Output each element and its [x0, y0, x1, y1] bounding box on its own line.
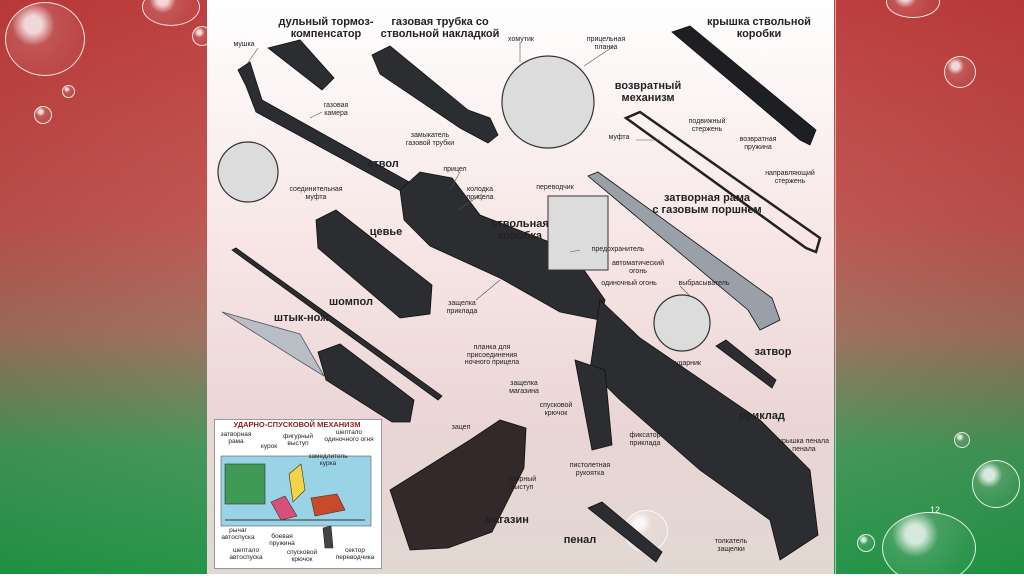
inset-label-auto-sear: шептало автоспуска: [229, 547, 263, 561]
label-support-lug: опорный выступ: [507, 476, 537, 491]
trigger-mechanism-drawing: [220, 455, 372, 549]
label-barrel: ствол: [367, 158, 399, 170]
recoil-spring-part: [623, 110, 822, 254]
label-selector: переводчик: [536, 184, 574, 191]
label-single-fire: одиночный огонь: [601, 280, 657, 287]
label-trigger-hook: спусковой крючок: [539, 402, 573, 417]
label-coupling: муфта: [608, 134, 630, 141]
water-drop-icon: [954, 432, 970, 448]
label-pistol-grip: пистолетная рукоятка: [569, 462, 611, 477]
label-catch: зацеп: [451, 424, 471, 431]
inset-label-trigger: спусковой крючок: [286, 549, 318, 563]
label-muzzle-brake: дульный тормоз- компенсатор: [278, 16, 374, 41]
label-guide-rod: направляющий стержень: [765, 170, 815, 185]
label-auto-fire: автоматический огонь: [611, 260, 665, 275]
label-extractor: выбрасыватель: [678, 280, 730, 287]
inset-label-hammer: курок: [260, 443, 278, 450]
label-handguard: цевье: [369, 226, 403, 238]
label-firing-pin: ударник: [675, 360, 701, 367]
water-drop-icon: [34, 106, 52, 124]
label-cleaning-rod: шомпол: [329, 296, 373, 308]
handguard-part: [315, 209, 433, 319]
selector-detail-box: [547, 195, 609, 271]
bayonet-blade-part: [221, 311, 325, 377]
water-drop-icon: [972, 460, 1020, 508]
label-bayonet: штык-нож: [273, 312, 329, 324]
label-recoil-mechanism: возвратный механизм: [614, 80, 682, 105]
label-case: пенал: [563, 534, 597, 546]
label-magazine: магазин: [485, 514, 529, 526]
label-pusher: толкатель защелки: [714, 538, 748, 553]
firing-pin-detail-circle: [653, 294, 711, 352]
label-sight-leaf: прицельная планка: [586, 36, 626, 51]
water-drop-icon: [5, 2, 85, 76]
panel-edge-line: [835, 0, 836, 574]
inset-title: УДАРНО-СПУСКОВОЙ МЕХАНИЗМ: [233, 420, 361, 429]
inset-label-bolt-carrier: затворная рама: [220, 431, 252, 445]
label-stock-latch: защелка приклада: [446, 300, 478, 315]
label-guide-rod-movable: подвижный стержень: [688, 118, 726, 133]
label-rear-sight: прицел: [443, 166, 467, 173]
gas-tube-part: [371, 45, 499, 144]
label-safety: предохранитель: [591, 246, 645, 253]
label-connecting-sleeve: соединительная муфта: [289, 186, 343, 201]
trigger-mechanism-inset: [214, 419, 382, 569]
label-recoil-spring: возвратная пружина: [739, 136, 777, 151]
pistol-grip-part: [574, 359, 613, 451]
label-bolt: затвор: [754, 346, 792, 358]
label-gas-tube: газовая трубка со ствольной накладкой: [380, 16, 500, 41]
label-front-sight: мушка: [233, 41, 255, 48]
label-gas-chamber: газовая камера: [323, 102, 349, 117]
cleaning-rod-part: [231, 247, 443, 401]
label-bolt-carrier-piston: затворная рама с газовым поршнем: [652, 192, 762, 217]
inset-label-single-fire-sear: шептало одиночного огня: [324, 429, 374, 443]
bayonet-handle-part: [317, 343, 415, 423]
label-stock-lock: фиксатор приклада: [629, 432, 661, 447]
label-sight-block: колодка прицела: [466, 186, 494, 201]
label-clamp: хомутик: [508, 36, 534, 43]
inset-label-hammer-retarder: замедлитель курка: [308, 453, 348, 467]
inset-label-auto-lever: рычаг автоспуска: [221, 527, 255, 541]
receiver-cover-part: [671, 25, 817, 146]
sight-detail-circle: [501, 55, 595, 149]
case-part: [587, 501, 663, 563]
label-stock: приклад: [739, 410, 785, 422]
inset-label-main-spring: боевая пружина: [269, 533, 295, 547]
bolt-part: [715, 339, 777, 389]
water-drop-icon: [62, 85, 75, 98]
label-receiver-cover: крышка ствольной коробки: [707, 16, 811, 41]
label-magazine-catch: защелка магазина: [509, 380, 539, 395]
page-number: 12: [930, 505, 941, 515]
stock-part: [589, 299, 819, 561]
water-drop-icon: [857, 534, 875, 552]
front-sight-detail-circle: [217, 141, 279, 203]
magazine-part: [389, 419, 527, 551]
label-gas-tube-lock: замыкатель газовой трубки: [405, 132, 455, 147]
water-drop-icon: [944, 56, 976, 88]
water-drop-icon: [192, 26, 212, 46]
label-scope-rail: планка для присоединения ночного прицела: [464, 344, 520, 367]
inset-label-shaped-lug: фигурный выступ: [282, 433, 314, 447]
label-receiver: ствольная коробка: [491, 218, 549, 243]
label-buttplate-cover: крышка пенала пенала: [778, 438, 830, 453]
inset-label-selector-sector: сектор переводчика: [335, 547, 375, 561]
bolt-carrier-part: [587, 171, 781, 331]
muzzle-brake-part: [267, 39, 335, 91]
